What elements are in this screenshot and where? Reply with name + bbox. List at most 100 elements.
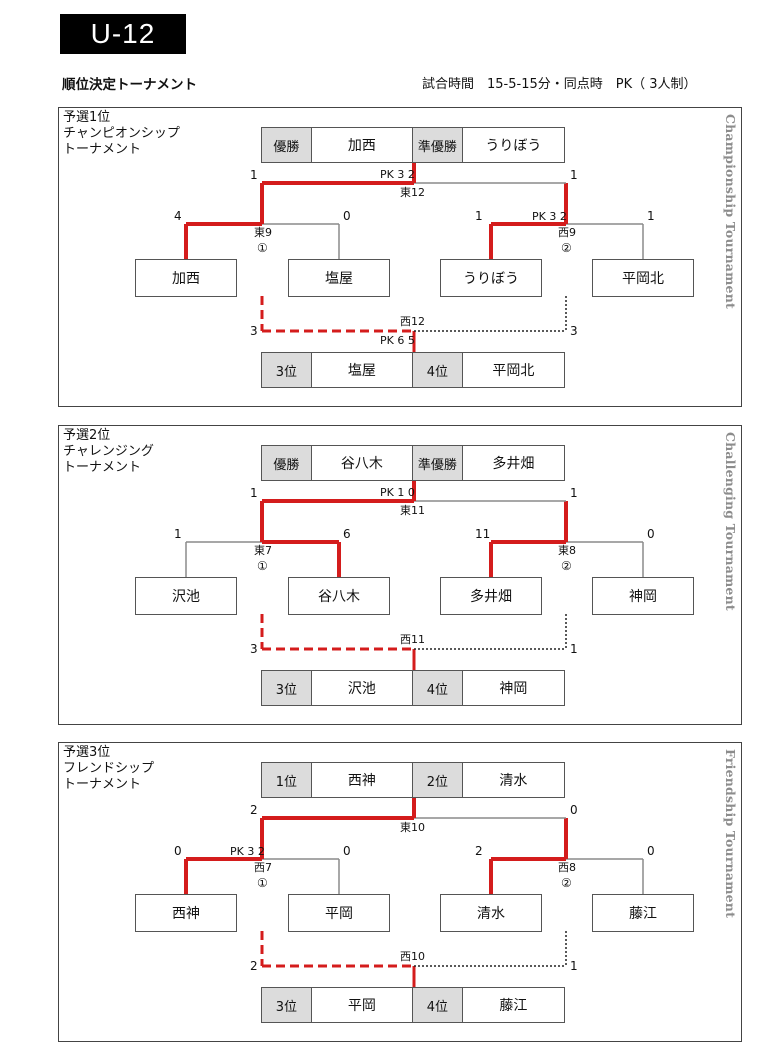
- rank-label: 3位: [262, 988, 312, 1022]
- third-place-pk: PK 6 5: [380, 334, 415, 347]
- third-place-score-left: 3: [250, 324, 258, 338]
- rank-team: 平岡: [312, 988, 413, 1022]
- rank-team: 谷八木: [312, 446, 413, 480]
- final-venue: 東11: [400, 504, 425, 517]
- third-place-venue: 西11: [400, 633, 425, 646]
- semifinal-1-pk: PK 3 2: [230, 845, 265, 858]
- section-heading: 予選2位チャレンジングトーナメント: [63, 428, 154, 476]
- semifinal-1-score-left: 1: [174, 527, 182, 541]
- final-venue: 東10: [400, 821, 425, 834]
- semifinal-2-score-right: 0: [647, 844, 655, 858]
- rank-label: 3位: [262, 353, 312, 387]
- semifinal-2-venue: 東8: [558, 544, 576, 557]
- semifinal-2-score-left: 11: [475, 527, 491, 541]
- bracket-lines: [185, 481, 644, 670]
- team-box: 平岡北: [592, 259, 694, 297]
- third-place-venue: 西12: [400, 315, 425, 328]
- rank-team: 加西: [312, 128, 413, 162]
- section-heading-line: 予選1位: [63, 110, 111, 125]
- final-score-left: 1: [250, 486, 258, 500]
- rank-label: 4位: [413, 988, 463, 1022]
- semifinal-1-number: ①: [257, 559, 268, 573]
- team-box: 谷八木: [288, 577, 390, 615]
- semifinal-1-score-left: 0: [174, 844, 182, 858]
- section-heading-line: トーナメント: [63, 142, 142, 157]
- semifinal-1-score-right: 0: [343, 844, 351, 858]
- rank-team: うりぼう: [485, 138, 542, 154]
- rank-team: 神岡: [499, 681, 528, 697]
- final-score-right: 1: [570, 486, 578, 500]
- section-heading-line: トーナメント: [63, 777, 142, 792]
- rank-team: 塩屋: [312, 353, 413, 387]
- semifinal-1-venue: 東9: [254, 226, 272, 239]
- team-box: 神岡: [592, 577, 694, 615]
- final-venue: 東12: [400, 186, 425, 199]
- final-score-left: 2: [250, 803, 258, 817]
- section-heading: 予選1位チャンピオンシップトーナメント: [63, 110, 180, 158]
- semifinal-2-venue: 西8: [558, 861, 576, 874]
- tournament-section: 予選2位チャレンジングトーナメント Challenging Tournament 優…: [58, 425, 742, 725]
- section-vertical-title: Championship Tournament: [723, 114, 738, 309]
- third-place-score-left: 2: [250, 959, 258, 973]
- rank-label: 優勝: [262, 446, 312, 480]
- rank-team: 清水: [499, 773, 528, 789]
- semifinal-2-venue: 西9: [558, 226, 576, 239]
- section-heading-line: チャンピオンシップ: [63, 126, 180, 141]
- rank-team: 沢池: [312, 671, 413, 705]
- rank-team: 西神: [312, 763, 413, 797]
- final-pk: PK 3 2: [380, 168, 415, 181]
- bracket-lines: [184, 163, 644, 352]
- team-box: 塩屋: [288, 259, 390, 297]
- final-result-row: 優勝加西準優勝うりぼう: [261, 127, 565, 163]
- section-heading-line: 予選2位: [63, 428, 111, 443]
- rank-label: 3位: [262, 671, 312, 705]
- section-heading-line: トーナメント: [63, 460, 142, 475]
- rank-team: 藤江: [499, 998, 528, 1014]
- semifinal-2-score-left: 2: [475, 844, 483, 858]
- rank-label: 1位: [262, 763, 312, 797]
- semifinal-1-venue: 東7: [254, 544, 272, 557]
- match-rules: 試合時間 15‐5‐15分・同点時 PK（ 3人制）: [422, 77, 697, 92]
- third-place-score-right: 1: [570, 959, 578, 973]
- rank-team: 平岡北: [492, 363, 535, 379]
- team-box: 加西: [135, 259, 237, 297]
- final-score-left: 1: [250, 168, 258, 182]
- team-box: うりぼう: [440, 259, 542, 297]
- rank-label: 4位: [413, 671, 463, 705]
- team-box: 西神: [135, 894, 237, 932]
- section-heading-line: 予選3位: [63, 745, 111, 760]
- semifinal-1-score-right: 6: [343, 527, 351, 541]
- section-vertical-title: Friendship Tournament: [723, 749, 738, 919]
- team-box: 清水: [440, 894, 542, 932]
- tournament-section: 予選3位フレンドシップトーナメント Friendship Tournament 1位…: [58, 742, 742, 1042]
- final-result-row: 優勝谷八木準優勝多井畑: [261, 445, 565, 481]
- section-vertical-title: Challenging Tournament: [723, 432, 738, 611]
- semifinal-1-score-left: 4: [174, 209, 182, 223]
- semifinal-2-number: ②: [561, 241, 572, 255]
- rank-label: 準優勝: [413, 128, 463, 162]
- final-score-right: 0: [570, 803, 578, 817]
- bracket-lines: [184, 798, 644, 987]
- third-place-score-right: 3: [570, 324, 578, 338]
- rank-team: 多井畑: [492, 456, 535, 472]
- semifinal-2-number: ②: [561, 876, 572, 890]
- semifinal-2-number: ②: [561, 559, 572, 573]
- third-place-venue: 西10: [400, 950, 425, 963]
- semifinal-2-score-right: 0: [647, 527, 655, 541]
- final-score-right: 1: [570, 168, 578, 182]
- tournament-section: 予選1位チャンピオンシップトーナメント Championship Tourname…: [58, 107, 742, 407]
- page-title: 順位決定トーナメント: [62, 77, 197, 93]
- semifinal-1-number: ①: [257, 876, 268, 890]
- semifinal-1-venue: 西7: [254, 861, 272, 874]
- section-heading-line: フレンドシップ: [63, 761, 155, 776]
- section-heading-line: チャレンジング: [63, 444, 154, 459]
- semifinal-1-score-right: 0: [343, 209, 351, 223]
- rank-label: 2位: [413, 763, 463, 797]
- team-box: 沢池: [135, 577, 237, 615]
- team-box: 藤江: [592, 894, 694, 932]
- third-place-score-right: 1: [570, 642, 578, 656]
